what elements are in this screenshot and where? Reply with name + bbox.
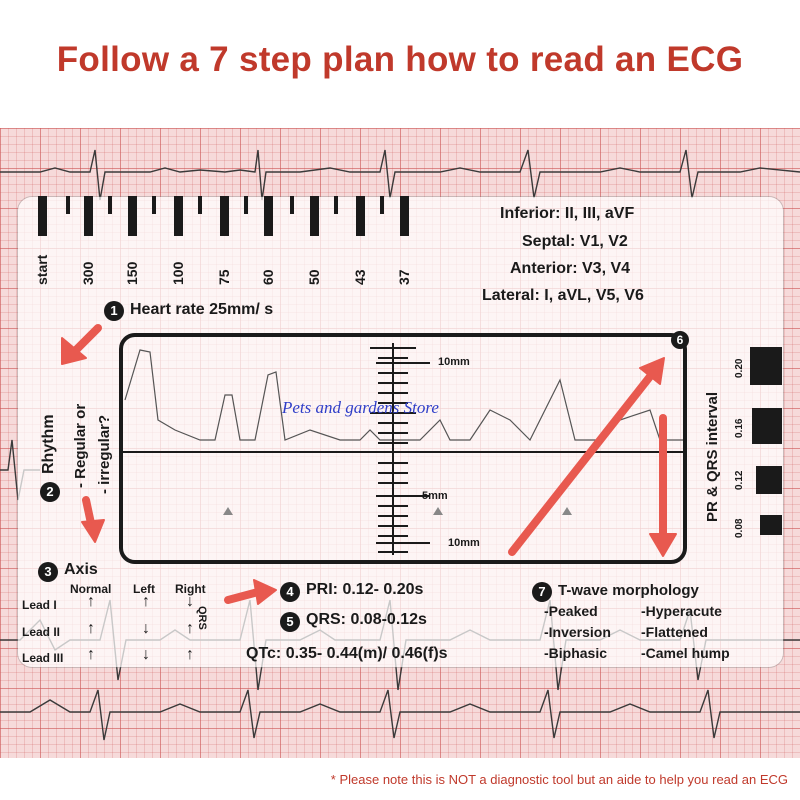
step-5-badge: 5 bbox=[280, 612, 300, 632]
step-2-irregular: - irregular? bbox=[96, 414, 113, 494]
axis-col-right: Right bbox=[175, 582, 206, 596]
interval-title: PR & QRS interval bbox=[704, 391, 721, 522]
axis-row-lead-iii: Lead III bbox=[22, 651, 64, 665]
scale-label-mid: 5mm bbox=[422, 490, 448, 502]
lead-septal: Septal: V1, V2 bbox=[522, 233, 628, 250]
ruler-label-37: 37 bbox=[396, 269, 412, 285]
axis-lead-iii-right: ↑ bbox=[186, 646, 194, 663]
qtc-range: QTc: 0.35- 0.44(m)/ 0.46(f)s bbox=[246, 645, 448, 662]
step-2-rhythm-title: Rhythm bbox=[40, 414, 57, 474]
axis-row-lead-ii: Lead II bbox=[22, 625, 61, 639]
step-6-badge: 6 bbox=[671, 331, 689, 349]
interval-blocks bbox=[750, 347, 782, 535]
step-7-title: T-wave morphology bbox=[558, 582, 699, 599]
axis-lead-i-normal: ↑ bbox=[87, 593, 95, 610]
headline-title: Follow a 7 step plan how to read an ECG bbox=[56, 40, 744, 79]
axis-qrs-label: QRS bbox=[196, 606, 208, 630]
scale-label-top: 10mm bbox=[438, 356, 470, 368]
disclaimer-note: * Please note this is NOT a diagnostic t… bbox=[330, 772, 788, 787]
ruler-label-start: start bbox=[34, 254, 50, 285]
step-2-badge: 2 bbox=[40, 482, 60, 502]
step-2-regular: - Regular or bbox=[72, 403, 89, 488]
millimeter-scale bbox=[370, 343, 430, 555]
step-5-qrs: QRS: 0.08-0.12s bbox=[306, 611, 427, 628]
twave-camel-hump: -Camel hump bbox=[641, 645, 730, 661]
lead-anterior: Anterior: V3, V4 bbox=[510, 260, 631, 277]
ruler-label-43: 43 bbox=[352, 269, 368, 285]
step-7-badge: 7 bbox=[532, 582, 552, 602]
ruler-label-100: 100 bbox=[170, 261, 186, 285]
twave-flattened: -Flattened bbox=[641, 624, 708, 640]
axis-lead-i-left: ↑ bbox=[142, 593, 150, 610]
interval-label-012: 0.12 bbox=[734, 470, 745, 490]
twave-peaked: -Peaked bbox=[544, 603, 598, 619]
axis-lead-ii-right: ↑ bbox=[186, 620, 194, 637]
twave-inversion: -Inversion bbox=[544, 624, 611, 640]
step-3-badge: 3 bbox=[38, 562, 58, 582]
axis-lead-ii-normal: ↑ bbox=[87, 620, 95, 637]
axis-lead-iii-normal: ↑ bbox=[87, 646, 95, 663]
axis-col-left: Left bbox=[133, 582, 155, 596]
lead-lateral: Lateral: I, aVL, V5, V6 bbox=[482, 287, 644, 304]
lead-inferior: Inferior: II, III, aVF bbox=[500, 205, 635, 222]
store-watermark: Pets and gardens Store bbox=[282, 398, 439, 417]
step-4-pri: PRI: 0.12- 0.20s bbox=[306, 581, 424, 598]
step-1-badge: 1 bbox=[104, 301, 124, 321]
heart-rate-ruler bbox=[38, 196, 409, 236]
red-arrows bbox=[61, 324, 677, 605]
ruler-label-50: 50 bbox=[306, 269, 322, 285]
step-3-axis-title: Axis bbox=[64, 561, 98, 578]
axis-row-lead-i: Lead I bbox=[22, 598, 57, 612]
ruler-label-300: 300 bbox=[80, 261, 96, 285]
step-1-heart-rate: Heart rate 25mm/ s bbox=[130, 301, 274, 318]
interval-label-020: 0.20 bbox=[734, 358, 745, 378]
step-4-badge: 4 bbox=[280, 582, 300, 602]
ruler-label-60: 60 bbox=[260, 269, 276, 285]
axis-lead-iii-left: ↓ bbox=[142, 646, 150, 663]
interval-label-008: 0.08 bbox=[734, 518, 745, 538]
twave-biphasic: -Biphasic bbox=[544, 645, 608, 661]
interval-label-016: 0.16 bbox=[734, 418, 745, 438]
scale-label-bottom: 10mm bbox=[448, 537, 480, 549]
axis-lead-i-right: ↓ bbox=[186, 593, 194, 610]
footer-banner: * Please note this is NOT a diagnostic t… bbox=[0, 758, 800, 800]
ecg-viewing-window bbox=[119, 333, 687, 564]
axis-lead-ii-left: ↓ bbox=[142, 620, 150, 637]
ruler-label-150: 150 bbox=[124, 261, 140, 285]
ruler-label-75: 75 bbox=[216, 269, 232, 285]
headline-banner: Follow a 7 step plan how to read an ECG bbox=[0, 0, 800, 128]
twave-hyperacute: -Hyperacute bbox=[641, 603, 722, 619]
axis-col-normal: Normal bbox=[70, 582, 112, 596]
